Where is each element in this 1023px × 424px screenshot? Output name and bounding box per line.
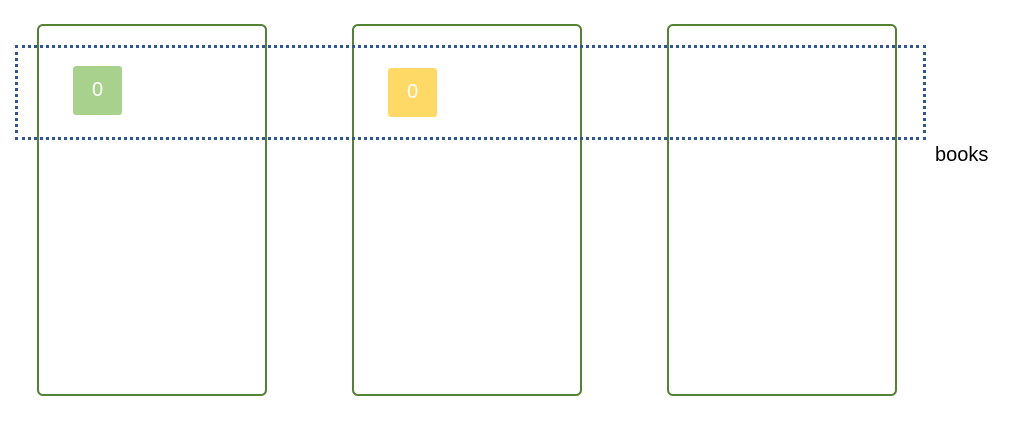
item-box-yellow[interactable]: 0 bbox=[388, 68, 437, 117]
column-3 bbox=[667, 24, 897, 396]
books-group-label: books bbox=[935, 144, 989, 166]
books-group-frame bbox=[15, 45, 926, 140]
item-box-green[interactable]: 0 bbox=[73, 66, 122, 115]
